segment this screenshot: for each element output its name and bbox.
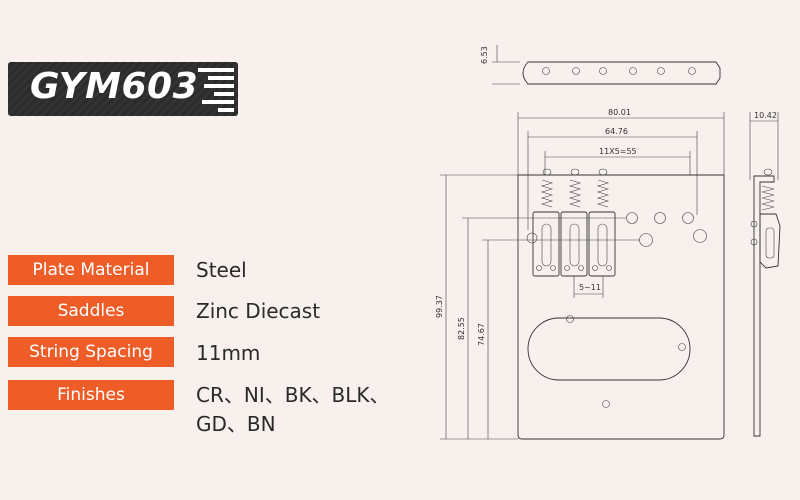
dim-top-thickness: 6.53 [480,46,489,64]
height-dimensions: 99.37 82.55 74.67 [435,174,640,440]
width-dimensions: 80.01 64.76 11X5=55 [517,108,725,230]
spec-label-plate: Plate Material [8,255,174,285]
model-badge: GYM603 [8,62,238,116]
dim-height-mid: 82.55 [457,317,466,340]
spec-value-saddles: Zinc Diecast [196,299,321,323]
dim-total-height: 99.37 [435,295,444,318]
dim-inner-width: 64.76 [605,127,628,136]
spec-label-saddles: Saddles [8,296,174,326]
spec-label-spacing: String Spacing [8,337,174,367]
spec-value-finishes-2: GD、BN [196,412,276,436]
spec-value-spacing: 11mm [196,341,261,365]
top-view: 6.53 [480,45,721,85]
spec-value-plate: Steel [196,258,247,282]
badge-stripes [8,62,238,116]
side-view: 10.42 [749,111,781,437]
dim-overall-width: 80.01 [608,108,631,117]
dim-height-inner: 74.67 [477,323,486,346]
spec-value-finishes-1: CR、NI、BK、BLK、 [196,383,390,407]
dim-adjust-range: 5~11 [579,283,601,292]
dim-side-depth: 10.42 [754,111,777,120]
spec-label-finishes: Finishes [8,380,174,410]
dim-string-span: 11X5=55 [599,147,637,156]
saddle-assembly [532,168,616,277]
model-title: GYM603 [30,66,199,107]
adjust-dimension: 5~11 [573,276,604,298]
bridge-plate [517,174,725,440]
